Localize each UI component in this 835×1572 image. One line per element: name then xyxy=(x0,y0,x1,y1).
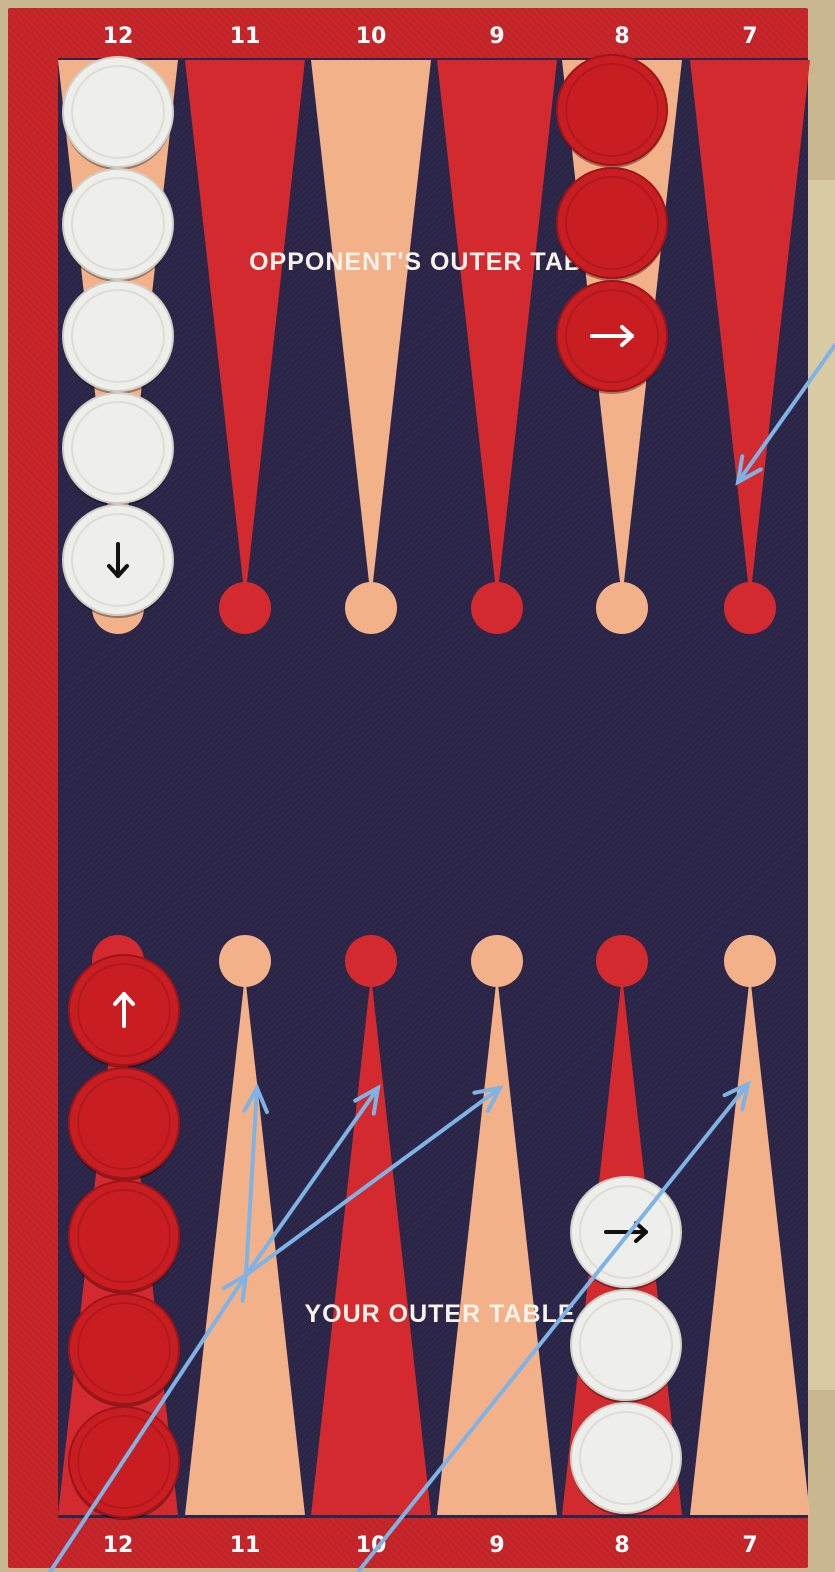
bottom-point-dot xyxy=(471,935,523,987)
top-point-number: 10 xyxy=(356,24,387,49)
top-point-triangle xyxy=(437,60,557,600)
bottom-point-number: 8 xyxy=(614,1533,629,1558)
top-point-number: 11 xyxy=(230,24,261,49)
checker-face xyxy=(557,168,667,278)
opponent-outer-table-label: OPPONENT'S OUTER TABLE xyxy=(249,248,617,276)
top-point-dot xyxy=(219,582,271,634)
bottom-point-triangle xyxy=(437,975,557,1515)
white-checker xyxy=(63,57,173,170)
checker-face xyxy=(69,1068,179,1178)
bottom-point-dot xyxy=(219,935,271,987)
checker-face xyxy=(571,1290,681,1400)
top-point-number: 7 xyxy=(742,24,757,49)
checker-face xyxy=(571,1403,681,1513)
bottom-point-numbers: 12 11 10 9 8 7 xyxy=(103,1533,758,1558)
red-checker xyxy=(557,55,667,168)
bottom-point-triangle xyxy=(690,975,810,1515)
bottom-point-number: 11 xyxy=(230,1533,261,1558)
bottom-point-number: 7 xyxy=(742,1533,757,1558)
checker-face xyxy=(63,281,173,391)
checker-face xyxy=(69,1294,179,1404)
red-checker xyxy=(557,168,667,281)
bottom-point-dot xyxy=(345,935,397,987)
top-point-dot xyxy=(345,582,397,634)
bottom-point-dot xyxy=(596,935,648,987)
top-point-dot xyxy=(596,582,648,634)
bottom-point-dot xyxy=(724,935,776,987)
checker-face xyxy=(63,169,173,279)
checker-face xyxy=(63,393,173,503)
white-checker xyxy=(63,169,173,282)
top-point-number: 12 xyxy=(103,24,134,49)
top-point-dot xyxy=(471,582,523,634)
checker-face xyxy=(557,55,667,165)
bottom-point-triangle xyxy=(311,975,431,1515)
white-checker xyxy=(571,1290,681,1403)
red-checker xyxy=(69,1181,179,1294)
top-point-numbers: 12 11 10 9 8 7 xyxy=(103,24,758,49)
white-checker xyxy=(571,1403,681,1516)
top-point-triangle xyxy=(185,60,305,600)
points-layer xyxy=(58,60,810,1515)
bottom-point-number: 9 xyxy=(489,1533,504,1558)
top-point-triangle xyxy=(690,60,810,600)
your-outer-table-label: YOUR OUTER TABLE xyxy=(304,1300,575,1328)
checker-face xyxy=(69,1181,179,1291)
bottom-point-number: 12 xyxy=(103,1533,134,1558)
red-checker xyxy=(69,1068,179,1181)
top-point-dot xyxy=(724,582,776,634)
red-checker xyxy=(69,1294,179,1407)
top-point-number: 9 xyxy=(489,24,504,49)
red-checker xyxy=(69,1407,179,1520)
white-checker xyxy=(63,393,173,506)
top-point-triangle xyxy=(311,60,431,600)
red-checker xyxy=(69,955,179,1068)
top-point-number: 8 xyxy=(614,24,629,49)
white-checker xyxy=(63,281,173,394)
checker-face xyxy=(63,57,173,167)
point-dots-layer xyxy=(92,582,776,987)
white-checker xyxy=(63,505,173,618)
red-checker xyxy=(557,281,667,394)
